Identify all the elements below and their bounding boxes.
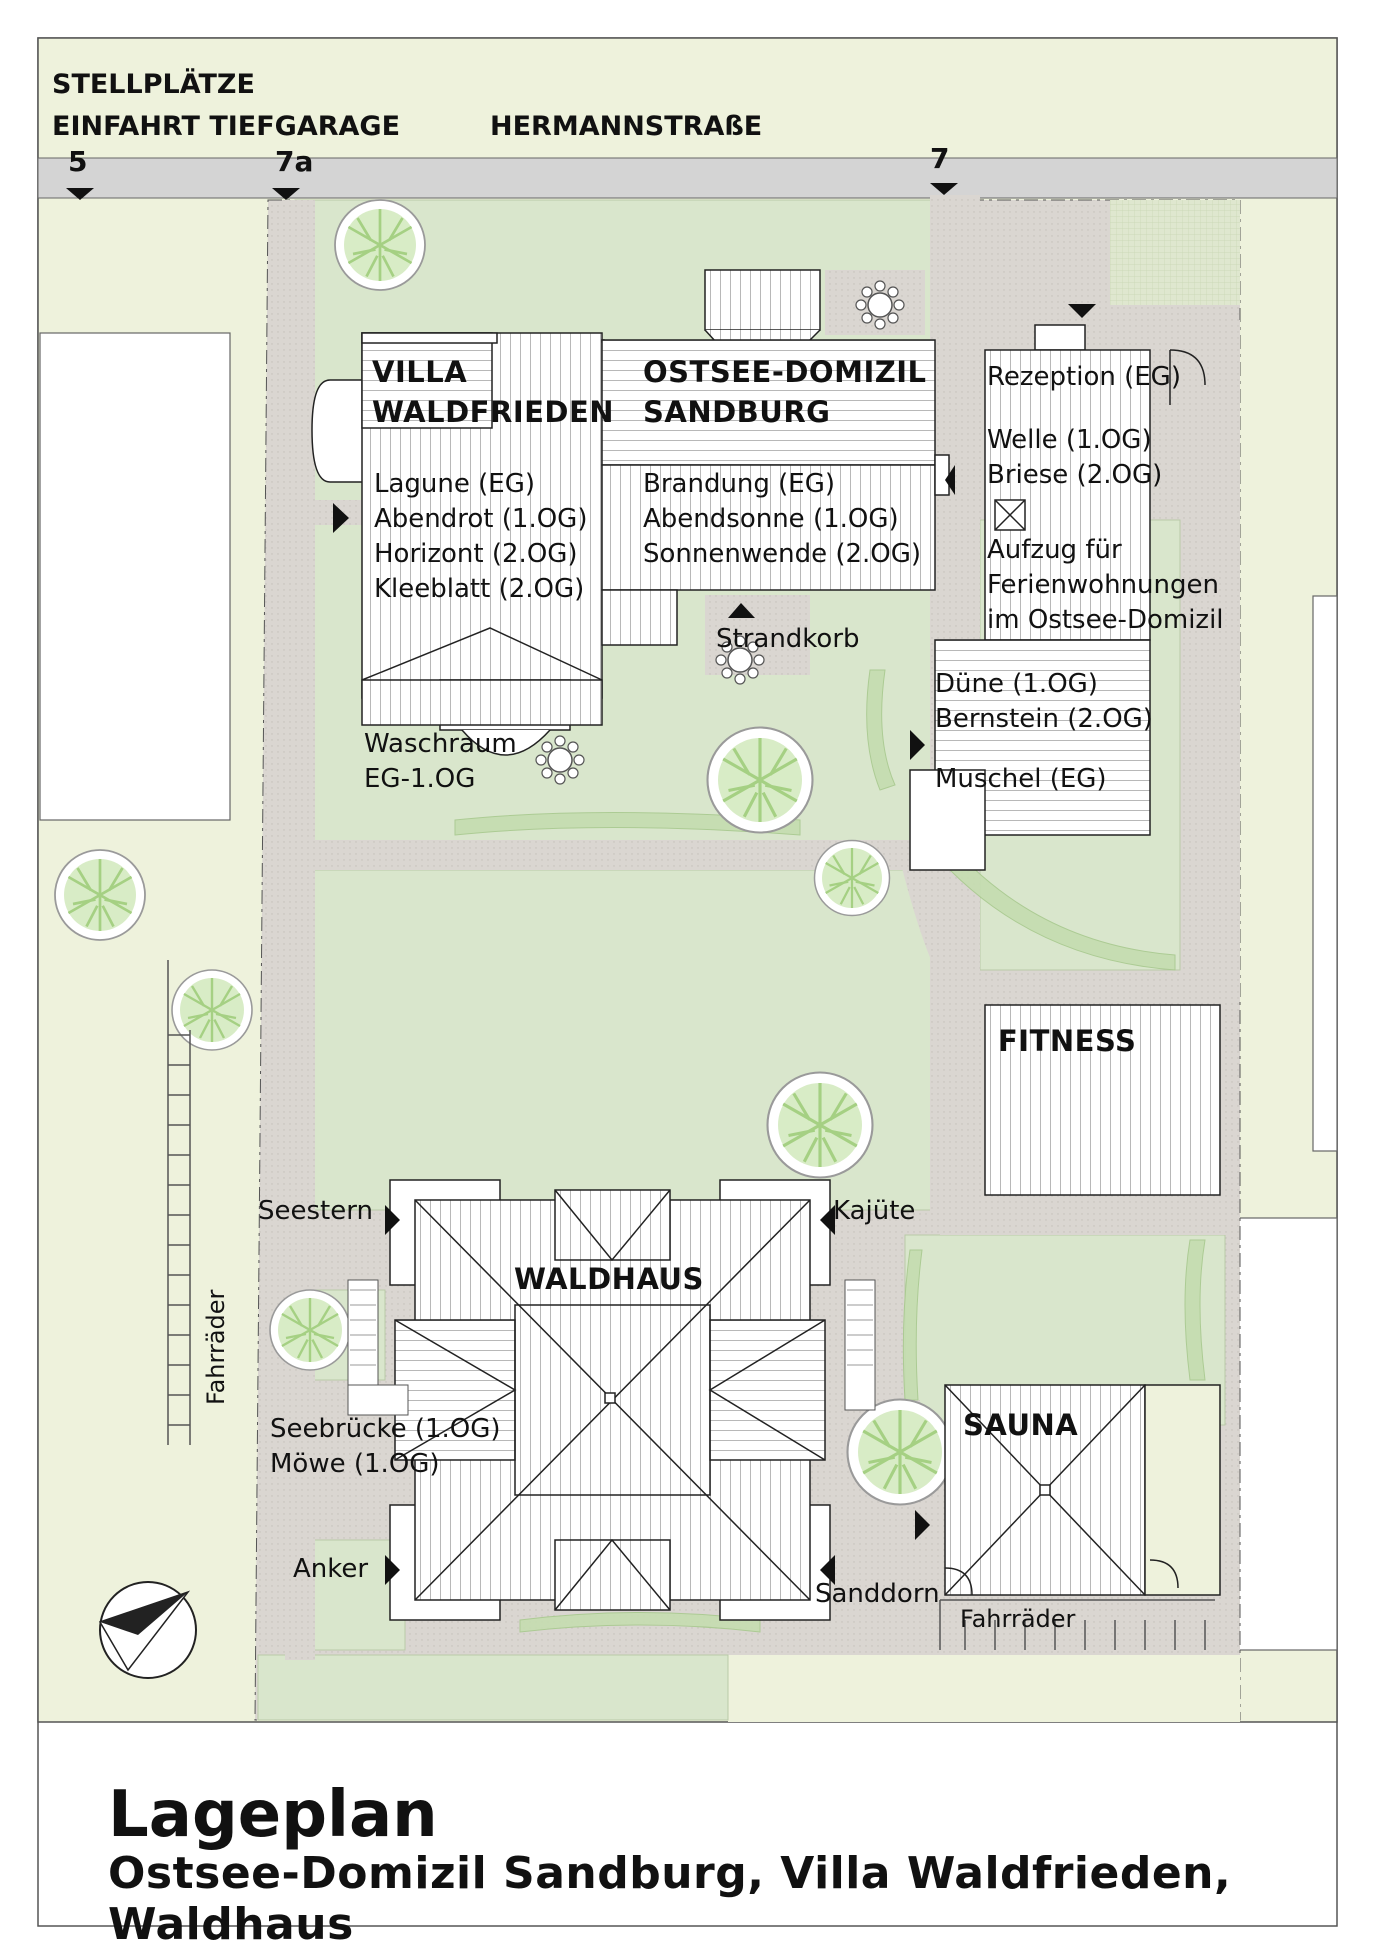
- bicycle-label-left: Fahrräder: [202, 1289, 230, 1405]
- fitness-building: [984, 1004, 1221, 1196]
- north-arrow-icon: [98, 1581, 197, 1679]
- sauna-name: SAUNA: [963, 1408, 1079, 1442]
- villa-waldfrieden-name: VILLA WALDFRIEDEN: [372, 355, 615, 429]
- bicycle-rack-left: [167, 960, 191, 1445]
- bicycle-label-sauna: Fahrräder: [960, 1605, 1076, 1633]
- villa-waldfrieden-building: [311, 332, 605, 756]
- page-title: Lageplan: [108, 1778, 438, 1852]
- east-wing-building: [909, 324, 1206, 871]
- waldhaus-name: WALDHAUS: [514, 1262, 704, 1296]
- elevator-label: Aufzug für Ferienwohnungen im Ostsee-Dom…: [987, 535, 1224, 635]
- east-wing-upper-units: Welle (1.OG) Briese (2.OG): [987, 425, 1163, 490]
- street: [37, 157, 1338, 199]
- seebruecke-moewe-label: Seebrücke (1.OG) Möwe (1.OG): [270, 1414, 501, 1479]
- kajuete-label: Kajüte: [833, 1196, 916, 1226]
- east-wing-lower-units: Düne (1.OG) Bernstein (2.OG): [935, 669, 1153, 734]
- sanddorn-label: Sanddorn: [815, 1579, 940, 1609]
- seestern-label: Seestern: [258, 1196, 373, 1226]
- fitness-name: FITNESS: [998, 1024, 1137, 1058]
- street-name: HERMANNSTRAßE: [490, 111, 763, 142]
- ostsee-domizil-building: [601, 269, 950, 646]
- page-subtitle: Ostsee-Domizil Sandburg, Villa Waldfried…: [108, 1848, 1232, 1950]
- strandkorb-label: Strandkorb: [716, 624, 860, 654]
- bicycle-rack-sauna: [939, 1599, 1215, 1650]
- villa-waldfrieden-units: Lagune (EG) Abendrot (1.OG) Horizont (2.…: [374, 469, 588, 604]
- house-number-7: 7: [930, 142, 950, 175]
- entrance-markers: [66, 183, 1096, 1585]
- sauna-building: [944, 1384, 1221, 1596]
- parking-label: STELLPLÄTZE: [52, 69, 255, 100]
- anker-label: Anker: [293, 1554, 369, 1584]
- muschel-label: Muschel (EG): [935, 764, 1107, 794]
- ostsee-domizil-name: OSTSEE-DOMIZIL SANDBURG: [643, 355, 927, 429]
- waldhaus-building: [389, 1179, 831, 1621]
- waschraum-label: Waschraum EG-1.OG: [364, 729, 517, 794]
- garage-entrance-label: EINFAHRT TIEFGARAGE: [52, 111, 401, 142]
- ostsee-domizil-units: Brandung (EG) Abendsonne (1.OG) Sonnenwe…: [643, 469, 922, 569]
- house-number-5: 5: [68, 145, 88, 178]
- reception-label: Rezeption (EG): [987, 362, 1181, 392]
- house-number-7a: 7a: [275, 145, 314, 178]
